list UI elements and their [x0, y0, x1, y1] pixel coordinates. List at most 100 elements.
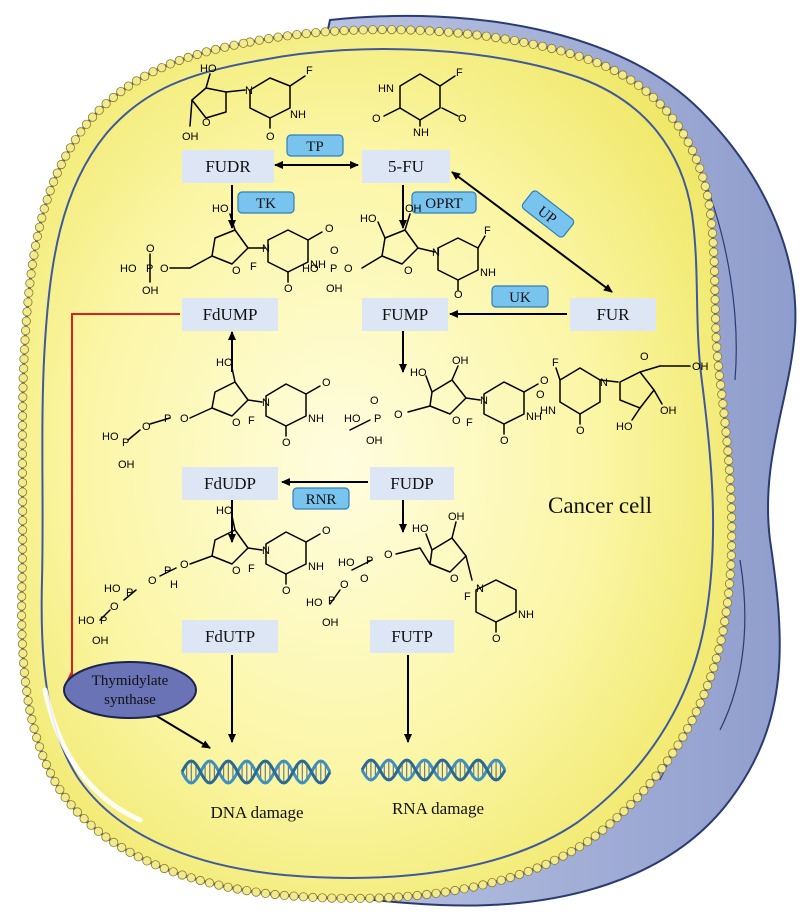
membrane-bead [434, 26, 444, 37]
membrane-bead [662, 756, 673, 766]
membrane-bead [667, 113, 678, 123]
membrane-bead [519, 37, 529, 48]
svg-text:OH: OH [452, 355, 469, 367]
membrane-bead [117, 842, 127, 853]
membrane-bead [651, 771, 661, 781]
membrane-bead [186, 873, 196, 883]
membrane-bead [56, 159, 66, 170]
membrane-bead [709, 257, 719, 267]
membrane-bead [574, 842, 585, 852]
svg-text:O: O [360, 573, 369, 585]
membrane-bead [18, 515, 28, 526]
membrane-bead [450, 885, 460, 896]
membrane-bead [174, 55, 184, 66]
membrane-bead [19, 658, 29, 668]
membrane-bead [17, 458, 28, 469]
membrane-bead [368, 25, 378, 35]
membrane-bead [710, 304, 720, 314]
membrane-bead [726, 541, 737, 551]
svg-text:O: O [384, 549, 393, 561]
membrane-bead [695, 698, 705, 708]
svg-text:O: O [146, 243, 155, 255]
membrane-bead [65, 143, 76, 153]
enzyme-tp-label: TP [306, 139, 324, 155]
membrane-bead [365, 893, 375, 903]
membrane-bead [709, 663, 719, 673]
membrane-bead [505, 872, 515, 883]
enzyme-oprt-label: OPRT [425, 196, 462, 212]
svg-text:F: F [248, 563, 255, 575]
membrane-bead [42, 195, 52, 205]
membrane-bead [29, 250, 39, 260]
membrane-bead [157, 63, 167, 73]
membrane-bead [487, 877, 497, 888]
svg-text:O: O [492, 633, 501, 645]
membrane-bead [29, 723, 39, 734]
svg-text:HO: HO [338, 557, 355, 569]
membrane-bead [632, 793, 643, 803]
membrane-bead [159, 863, 169, 874]
membrane-bead [17, 544, 28, 554]
arrow-5fu-fur [451, 171, 613, 293]
membrane-bead [270, 889, 280, 900]
membrane-bead [308, 892, 318, 903]
svg-text:NH: NH [308, 561, 324, 573]
svg-text:HO: HO [78, 615, 95, 627]
membrane-bead [32, 231, 43, 241]
membrane-bead [17, 468, 28, 478]
ts-label-line2: synthase [104, 692, 156, 708]
svg-text:P: P [164, 565, 171, 577]
membrane-bead [706, 219, 717, 229]
svg-text:HO: HO [102, 431, 119, 443]
enzyme-rnr: RNR [292, 487, 350, 510]
membrane-bead [496, 875, 506, 885]
membrane-bead [355, 893, 365, 904]
membrane-bead [556, 46, 566, 56]
membrane-bead [462, 29, 473, 39]
membrane-bead [346, 893, 356, 904]
svg-text:F: F [248, 415, 255, 427]
membrane-bead [648, 92, 658, 103]
membrane-bead [52, 168, 62, 178]
svg-text:F: F [250, 261, 257, 273]
membrane-bead [25, 705, 35, 715]
membrane-bead [668, 748, 678, 758]
membrane-bead [723, 446, 733, 456]
node-futp-label: FUTP [391, 627, 433, 646]
enzyme-tp: TP [286, 134, 344, 157]
membrane-bead [17, 411, 28, 421]
svg-text:N: N [476, 583, 484, 595]
membrane-bead [34, 742, 45, 752]
svg-text:HO: HO [212, 203, 229, 215]
dna-damage-label: DNA damage [210, 803, 303, 822]
membrane-bead [396, 25, 406, 35]
membrane-bead [582, 836, 593, 847]
membrane-bead [17, 582, 27, 592]
membrane-bead [618, 70, 628, 80]
membrane-bead [17, 629, 27, 640]
svg-text:O: O [370, 395, 379, 407]
membrane-bead [17, 601, 27, 611]
membrane-bead [27, 714, 37, 725]
membrane-bead [17, 610, 27, 621]
membrane-bead [19, 344, 30, 355]
membrane-bead [223, 882, 233, 892]
membrane-bead [706, 672, 716, 682]
membrane-bead [81, 119, 92, 129]
svg-text:HO: HO [302, 263, 319, 275]
membrane-bead [704, 200, 714, 210]
membrane-bead [727, 531, 737, 542]
node-fur-label: FUR [596, 305, 630, 324]
membrane-bead [645, 778, 655, 789]
membrane-bead [687, 146, 698, 156]
membrane-bead [24, 288, 34, 298]
svg-text:P: P [146, 263, 153, 275]
svg-text:OH: OH [118, 459, 135, 471]
enzyme-oprt: OPRT [411, 191, 477, 214]
membrane-bead [500, 34, 510, 44]
membrane-bead [715, 380, 726, 390]
membrane-bead [709, 247, 719, 257]
membrane-bead [687, 715, 697, 726]
membrane-bead [34, 222, 45, 232]
membrane-bead [183, 52, 193, 63]
